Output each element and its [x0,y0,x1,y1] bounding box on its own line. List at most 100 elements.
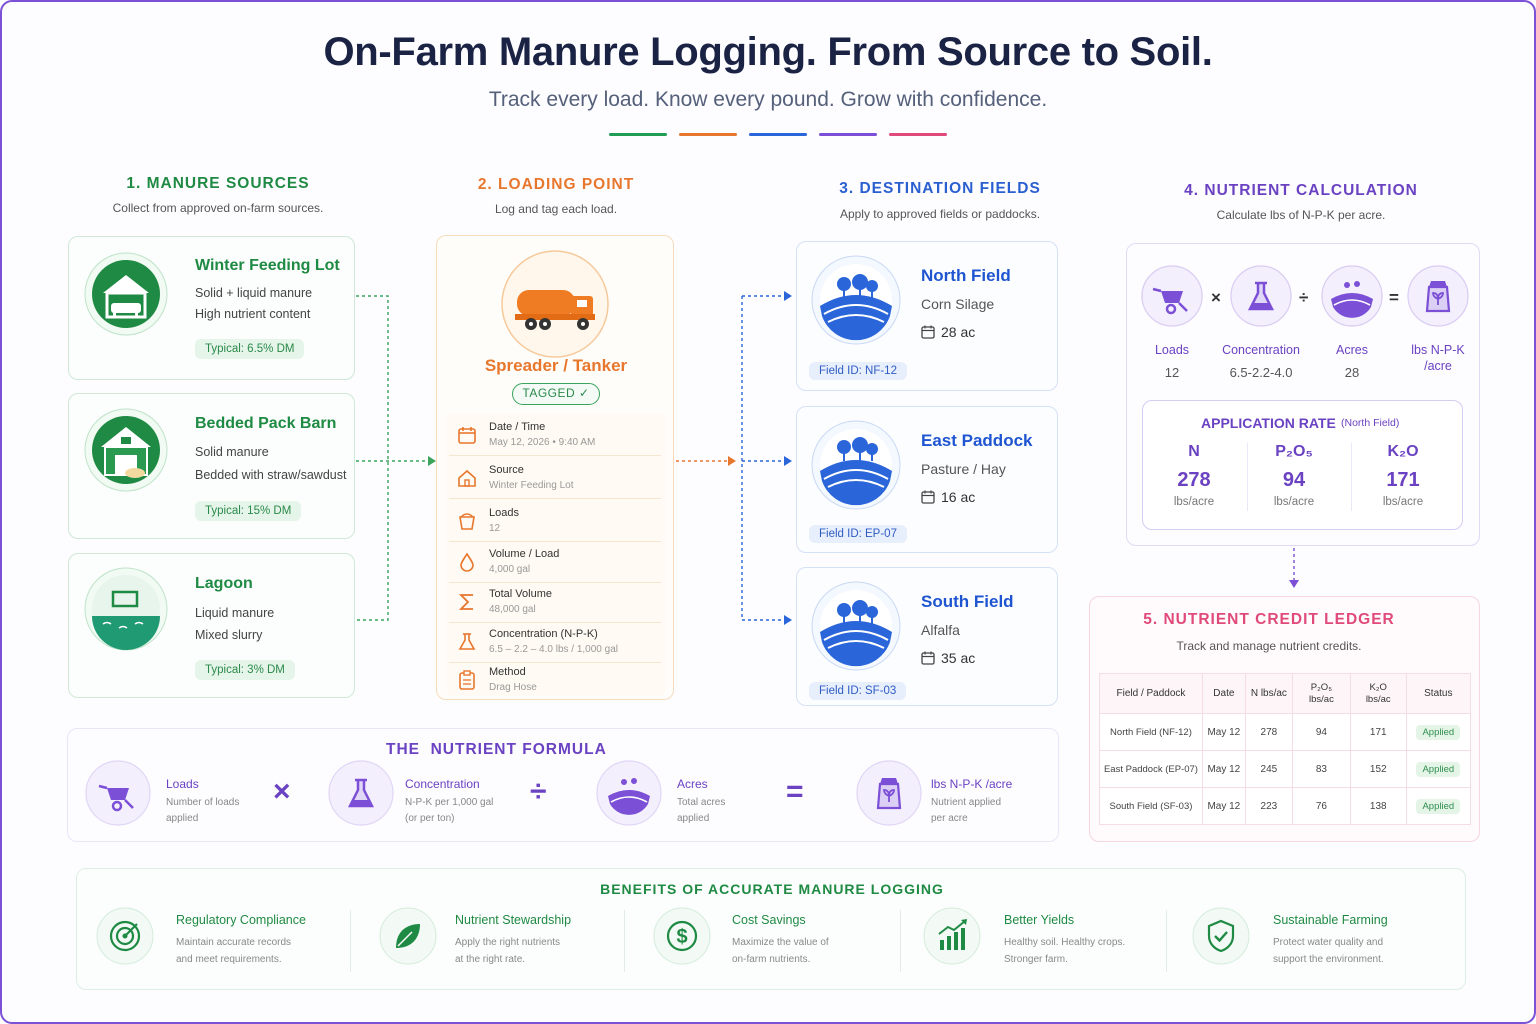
field-acres-value: 28 ac [941,324,976,340]
status-badge: Applied [1416,724,1461,740]
flask-icon [457,632,477,652]
growth-chart-icon [923,907,981,965]
application-rate-title: APPLICATION RATE [1201,415,1336,431]
field-crop: Alfalfa [921,622,960,638]
tagged-badge: TAGGED ✓ [512,383,600,405]
page-subtitle: Track every load. Know every pound. Grow… [488,88,1048,111]
rate-unit: lbs/acre [1382,496,1424,508]
formula-desc2: applied [166,813,199,824]
rate-unit: lbs/acre [1173,496,1215,508]
field-acres: 28 ac [921,324,975,340]
rate-value: 94 [1282,469,1306,491]
ledger-cell: Applied [1406,750,1471,788]
svg-text:$: $ [676,926,687,948]
benefit-desc1: Maintain accurate records [176,937,292,948]
load-detail-label: Method [489,666,526,678]
benefit-title: Better Yields [1004,913,1075,927]
benefit-desc1: Protect water quality and [1273,937,1384,948]
source-name: Lagoon [195,575,253,592]
ledger-cell: 152 [1350,750,1407,788]
section-subtitle-sources: Collect from approved on-farm sources. [112,201,324,215]
calc-value: 12 [1164,365,1180,380]
field-name: East Paddock [921,431,1033,450]
calc-operator: × [1211,288,1221,307]
source-card-winter-feeding-lot[interactable]: Winter Feeding Lot Solid + liquid manure… [68,236,355,380]
source-line1: Solid + liquid manure [195,286,313,300]
benefit-desc1: Healthy soil. Healthy crops. [1004,937,1126,948]
formula-label: Concentration [405,777,480,791]
formula-icon-1 [328,760,394,826]
calc-label: Concentration [1222,343,1300,357]
barn-cow-icon [84,252,168,336]
ledger-header: K₂O lbs/ac [1350,673,1407,714]
load-detail-label: Date / Time [489,421,546,433]
calc-operator: = [1389,288,1399,307]
ledger-cell: 245 [1245,750,1293,788]
load-detail-label: Concentration (N-P-K) [489,628,598,640]
calendar-icon [457,425,477,445]
formula-operator: × [273,775,291,808]
color-rule-orange [679,133,737,136]
load-detail-label: Source [489,464,524,476]
shield-check-icon [1192,907,1250,965]
source-name: Winter Feeding Lot [195,257,340,274]
rate-divider [1351,443,1352,511]
rate-nutrient: K₂O [1387,443,1419,460]
tanker-truck-icon [501,250,609,358]
benefit-desc2: at the right rate. [455,954,526,965]
formula-icon-3 [856,760,922,826]
field-acres-value: 16 ac [941,489,976,505]
calc-operator: ÷ [1299,288,1309,307]
status-badge: Applied [1416,761,1461,777]
load-detail-value: Drag Hose [489,682,537,693]
formula-label: lbs N-P-K /acre [931,777,1013,791]
ledger-cell: 171 [1350,713,1407,751]
section-title-loading: 2. LOADING POINT [477,176,635,193]
field-landscape-icon [811,420,901,510]
ledger-cell: May 12 [1202,787,1246,825]
source-card-bedded-pack-barn[interactable]: Bedded Pack Barn Solid manure Bedded wit… [68,393,355,539]
color-rule-pink [889,133,947,136]
source-line2: Bedded with straw/sawdust [195,468,347,482]
bucket-icon [457,511,477,531]
field-id-badge: Field ID: SF-03 [809,682,907,700]
sigma-icon [457,592,477,612]
clipboard-icon [457,670,477,690]
dollar-icon: $ [653,907,711,965]
calc-icon-3 [1407,265,1469,327]
section-subtitle-loading: Log and tag each load. [494,202,618,216]
field-name: North Field [921,266,1011,285]
ledger-cell: May 12 [1202,713,1246,751]
section-subtitle-calc: Calculate lbs of N-P-K per acre. [1216,208,1386,222]
formula-title: THE NUTRIENT FORMULA [386,741,607,758]
formula-desc2: (or per ton) [405,813,455,824]
color-rule-purple [819,133,877,136]
field-id-badge: Field ID: EP-07 [809,525,907,543]
calendar-icon [921,490,935,504]
ledger-header: Date [1202,673,1246,714]
benefit-title: Nutrient Stewardship [455,913,572,927]
ledger-cell: 223 [1245,787,1293,825]
ledger-header: Field / Paddock [1099,673,1203,714]
field-crop: Corn Silage [921,296,995,312]
source-typical-badge: Typical: 15% DM [195,501,302,521]
formula-desc1: N-P-K per 1,000 gal [405,797,494,808]
source-card-lagoon[interactable]: Lagoon Liquid manure Mixed slurry Typica… [68,553,355,698]
formula-desc1: Total acres [677,797,726,808]
benefit-desc1: Apply the right nutrients [455,937,561,948]
field-name: South Field [921,592,1014,611]
benefit-desc1: Maximize the value of [732,937,829,948]
ledger-cell: North Field (NF-12) [1099,713,1203,751]
rate-nutrient: P₂O₅ [1275,443,1313,460]
rate-nutrient: N [1188,443,1200,460]
